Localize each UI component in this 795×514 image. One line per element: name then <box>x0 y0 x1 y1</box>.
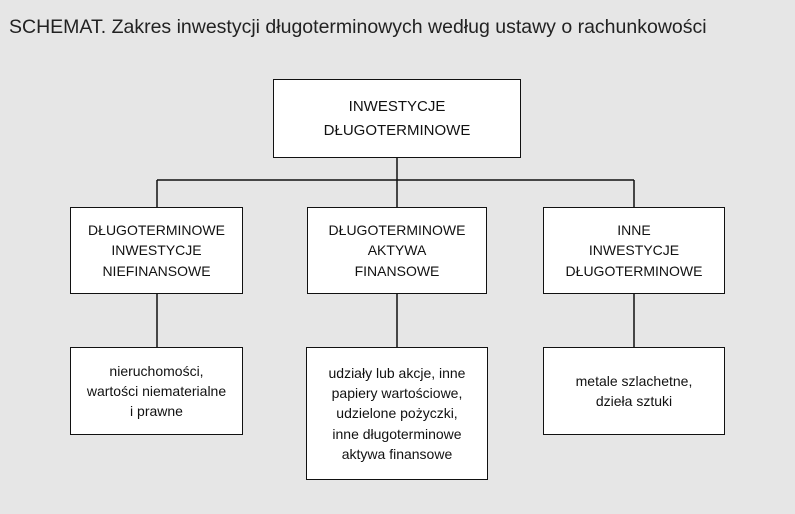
detail-box-precious-metals-art: metale szlachetne, dzieła sztuki <box>543 347 725 435</box>
detail-box-line: dzieła sztuki <box>595 393 673 409</box>
category-box-line: DŁUGOTERMINOWE <box>565 262 703 279</box>
category-box-other-investments: INNE INWESTYCJE DŁUGOTERMINOWE <box>543 207 725 294</box>
root-box-line: DŁUGOTERMINOWE <box>323 121 471 139</box>
category-box-financial-assets: DŁUGOTERMINOWE AKTYWA FINANSOWE <box>307 207 487 294</box>
detail-box-line: wartości niematerialne <box>86 382 227 399</box>
category-box-line: FINANSOWE <box>354 262 440 279</box>
detail-box-shares-securities-loans: udziały lub akcje, inne papiery wartości… <box>306 347 488 480</box>
root-box-line: INWESTYCJE <box>348 98 446 116</box>
detail-box-line: udzielone pożyczki, <box>336 405 458 422</box>
category-box-line: DŁUGOTERMINOWE <box>328 222 466 239</box>
detail-box-line: aktywa finansowe <box>341 445 453 462</box>
detail-box-line: udziały lub akcje, inne <box>328 364 466 381</box>
detail-box-line: i prawne <box>130 403 183 420</box>
category-box-line: INNE <box>617 222 651 239</box>
detail-box-line: inne długoterminowe <box>332 425 462 442</box>
detail-box-line: metale szlachetne, <box>575 372 693 389</box>
detail-box-line: nieruchomości, <box>109 362 204 379</box>
diagram-title: SCHEMAT. Zakres inwestycji długoterminow… <box>9 16 707 38</box>
category-box-nonfinancial-investments: DŁUGOTERMINOWE INWESTYCJE NIEFINANSOWE <box>70 207 243 294</box>
root-box-long-term-investments: INWESTYCJE DŁUGOTERMINOWE <box>273 79 521 158</box>
category-box-line: INWESTYCJE <box>588 242 680 259</box>
detail-box-real-estate-intangibles: nieruchomości, wartości niematerialne i … <box>70 347 243 435</box>
category-box-line: DŁUGOTERMINOWE <box>88 222 225 239</box>
category-box-line: AKTYWA <box>367 242 427 259</box>
category-box-line: INWESTYCJE <box>111 242 202 259</box>
detail-box-line: papiery wartościowe, <box>331 385 463 402</box>
category-box-line: NIEFINANSOWE <box>102 262 211 279</box>
